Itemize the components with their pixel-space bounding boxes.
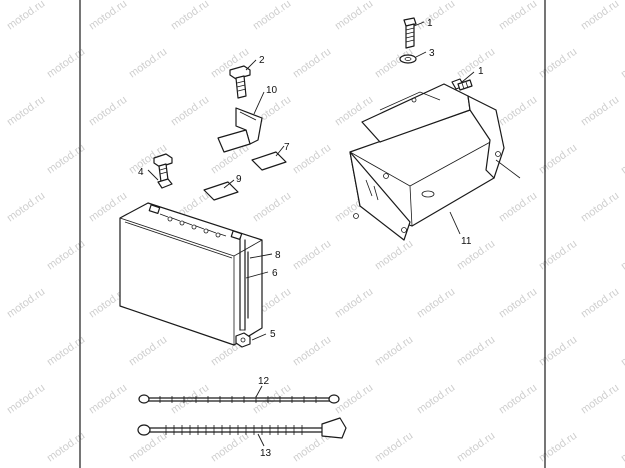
watermark-text: motod.ru	[497, 382, 539, 417]
watermark-text: motod.ru	[537, 46, 579, 81]
watermark-text: motod.ru	[619, 430, 625, 465]
watermark-text: motod.ru	[87, 0, 129, 32]
watermark-text: motod.ru	[45, 430, 87, 465]
watermark-text: motod.ru	[455, 46, 497, 81]
callout-6: 6	[272, 268, 278, 279]
bolt-4	[153, 153, 173, 189]
watermark-text: motod.ru	[87, 382, 129, 417]
watermark-text: motod.ru	[5, 190, 47, 225]
watermark-text: motod.ru	[579, 94, 621, 129]
watermark-text: motod.ru	[291, 238, 333, 273]
watermark-text: motod.ru	[619, 46, 625, 81]
callout-12: 12	[258, 376, 270, 387]
watermark-text: motod.ru	[415, 286, 457, 321]
watermark-text: motod.ru	[497, 0, 539, 32]
watermark-text: motod.ru	[415, 0, 457, 32]
callout-7: 7	[284, 142, 290, 153]
callout-9: 9	[236, 174, 242, 185]
watermark-text: motod.ru	[619, 142, 625, 177]
bolt-2	[229, 65, 251, 99]
watermark-text: motod.ru	[291, 142, 333, 177]
leader-lines	[147, 21, 475, 447]
callout-5: 5	[270, 329, 276, 340]
battery	[119, 202, 263, 346]
watermark-text: motod.ru	[127, 46, 169, 81]
bolt-1-top	[403, 17, 417, 49]
watermark-text: motod.ru	[5, 286, 47, 321]
watermark-text: motod.ru	[497, 94, 539, 129]
watermark-text: motod.ru	[373, 430, 415, 465]
watermark-text: motod.ru	[455, 430, 497, 465]
watermark-text: motod.ru	[169, 382, 211, 417]
bracket-10	[217, 107, 263, 153]
callout-4: 4	[138, 167, 144, 178]
watermark-text: motod.ru	[87, 94, 129, 129]
callout-2: 2	[259, 55, 265, 66]
watermark-text: motod.ru	[291, 46, 333, 81]
watermark-text: motod.ru	[333, 0, 375, 32]
watermark-text: motod.ru	[537, 334, 579, 369]
watermark-text: motod.ru	[45, 238, 87, 273]
strap-nut	[235, 332, 251, 348]
battery-strap	[239, 237, 246, 331]
callout-3: 3	[429, 48, 435, 59]
watermark-text: motod.ru	[45, 142, 87, 177]
watermark-text: motod.ru	[251, 190, 293, 225]
watermark-text: motod.ru	[455, 334, 497, 369]
pad-7	[251, 151, 287, 171]
callout-13: 13	[260, 448, 272, 459]
watermark-text: motod.ru	[127, 334, 169, 369]
watermark-text: motod.ru	[251, 0, 293, 32]
watermark-text: motod.ru	[579, 190, 621, 225]
watermark-text: motod.ru	[127, 430, 169, 465]
battery-cable-12	[138, 394, 340, 404]
callout-1-right: 1	[478, 66, 484, 77]
callout-10: 10	[266, 85, 278, 96]
watermark-text: motod.ru	[291, 334, 333, 369]
watermark-text: motod.ru	[415, 382, 457, 417]
watermark-text: motod.ru	[373, 334, 415, 369]
watermark-text: motod.ru	[5, 382, 47, 417]
watermark-text: motod.ru	[619, 334, 625, 369]
watermark-text: motod.ru	[169, 94, 211, 129]
watermark-text: motod.ru	[45, 46, 87, 81]
watermark-text: motod.ru	[497, 286, 539, 321]
battery-box	[349, 83, 521, 241]
watermark-text: motod.ru	[619, 238, 625, 273]
watermark-text: motod.ru	[579, 0, 621, 32]
bolt-1-right	[451, 78, 473, 91]
watermark-text: motod.ru	[45, 334, 87, 369]
watermark-text: motod.ru	[373, 238, 415, 273]
watermark-text: motod.ru	[169, 0, 211, 32]
callout-1-top: 1	[427, 18, 433, 29]
watermark-text: motod.ru	[5, 0, 47, 32]
callout-labels: 1 3 1 2 10 7 9 4 8 6 5 11 12 13	[138, 18, 484, 459]
watermark-text: motod.ru	[579, 382, 621, 417]
callout-11: 11	[461, 236, 472, 247]
watermark-text: motod.ru	[497, 190, 539, 225]
watermark-text: motod.ru	[333, 286, 375, 321]
pad-9	[203, 181, 239, 201]
watermark-text: motod.ru	[579, 286, 621, 321]
callout-8: 8	[275, 250, 281, 261]
watermark-text: motod.ru	[537, 238, 579, 273]
watermark-text: motod.ru	[537, 142, 579, 177]
washer-3	[399, 54, 417, 64]
watermark-text: motod.ru	[5, 94, 47, 129]
watermark-text: motod.ru	[537, 430, 579, 465]
battery-cable-13	[137, 417, 347, 439]
